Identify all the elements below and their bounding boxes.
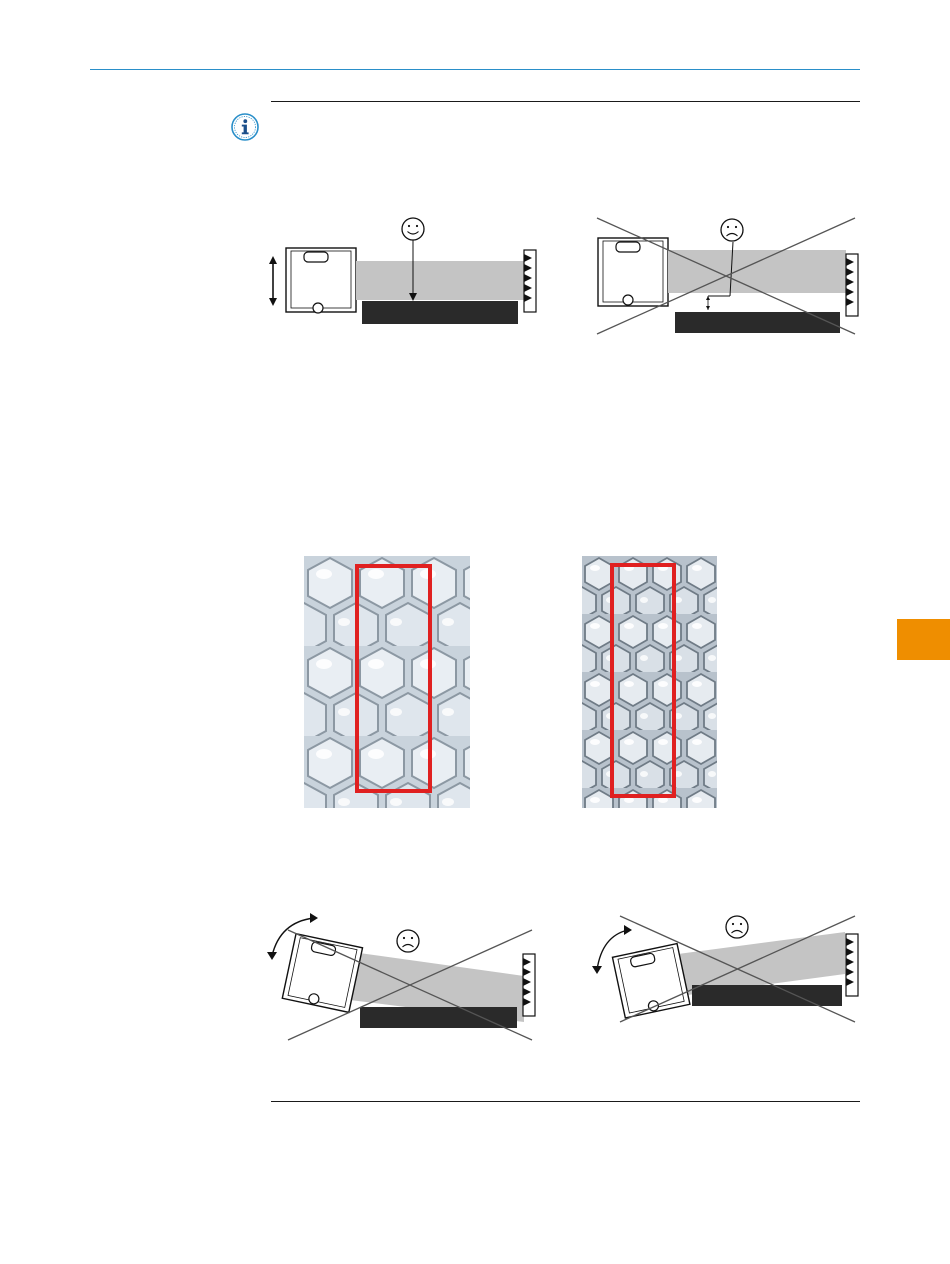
reflector-closeup-fine (582, 556, 717, 808)
reflector (524, 250, 536, 312)
figure-tilt-down-incorrect (262, 910, 547, 1050)
smiley-sad-icon (397, 930, 419, 952)
reflector-closeup-coarse (304, 556, 470, 808)
target-object (675, 312, 840, 333)
smiley-sad-icon (726, 916, 748, 938)
figure-tilt-up-incorrect (590, 910, 860, 1030)
light-beam (356, 261, 524, 300)
note-bottom-rule (271, 1101, 860, 1102)
smiley-sad-icon (721, 219, 743, 241)
chapter-tab (897, 619, 950, 660)
info-icon (230, 112, 260, 142)
page-header-rule (90, 69, 860, 70)
sensor-housing (286, 248, 356, 313)
note-top-rule (271, 101, 860, 102)
reflector (523, 954, 535, 1016)
vertical-double-arrow-icon (269, 256, 277, 306)
reflector (846, 254, 858, 316)
sensor-housing (612, 944, 689, 1018)
smiley-happy-icon (402, 218, 424, 240)
figure-alignment-correct (262, 210, 552, 335)
target-object (362, 301, 518, 324)
target-object (360, 1007, 517, 1028)
figure-alignment-incorrect (593, 210, 863, 340)
reflector (846, 934, 858, 996)
light-beam (668, 250, 846, 293)
target-object (692, 985, 842, 1006)
sensor-housing (598, 238, 668, 306)
